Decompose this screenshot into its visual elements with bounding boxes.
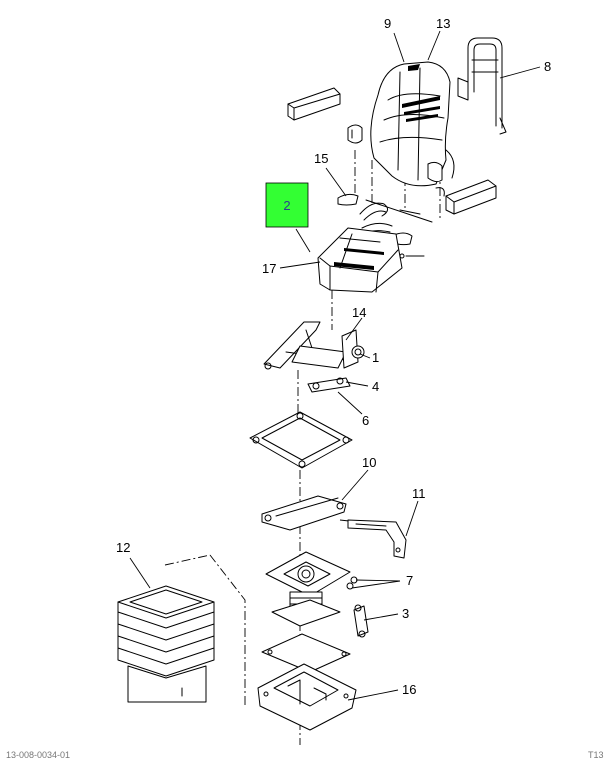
left-armrest-part bbox=[287, 87, 341, 121]
callout-labels: 9 13 8 15 17 14 1 4 6 10 11 12 7 3 16 bbox=[116, 16, 551, 697]
lever-link-part bbox=[261, 495, 347, 531]
callout-11: 11 bbox=[412, 486, 426, 501]
callout-1: 1 bbox=[372, 350, 379, 365]
callout-15: 15 bbox=[314, 151, 328, 166]
callout-10: 10 bbox=[362, 455, 376, 470]
side-pads bbox=[347, 124, 443, 183]
footer-page-code: T13 bbox=[588, 750, 604, 760]
callout-14: 14 bbox=[352, 305, 366, 320]
mounting-bracket-part bbox=[347, 519, 407, 559]
callout-9: 9 bbox=[384, 16, 391, 31]
bellows-boot-part bbox=[117, 585, 215, 703]
right-armrest-part bbox=[435, 179, 497, 215]
seat-base-part bbox=[257, 663, 357, 731]
callout-3: 3 bbox=[402, 606, 409, 621]
callout-17: 17 bbox=[262, 261, 276, 276]
shock-absorber-part bbox=[353, 604, 369, 638]
callout-6: 6 bbox=[362, 413, 369, 428]
headrest-frame-part bbox=[457, 37, 507, 135]
callout-7: 7 bbox=[406, 573, 413, 588]
callout-13: 13 bbox=[436, 16, 450, 31]
footer-drawing-number: 13-008-0034-01 bbox=[6, 750, 70, 760]
seat-track-part bbox=[263, 321, 365, 370]
callout-12: 12 bbox=[116, 540, 130, 555]
upper-frame-plate bbox=[249, 411, 353, 469]
seat-cushion-part bbox=[317, 227, 403, 293]
leader-lines bbox=[129, 30, 541, 701]
suspension-mechanism-part bbox=[265, 551, 358, 627]
callout-16: 16 bbox=[402, 682, 416, 697]
seat-back-part bbox=[370, 61, 455, 187]
highlighted-part-callout[interactable]: 2 bbox=[265, 182, 309, 228]
slide-bar-part bbox=[307, 377, 351, 393]
callout-8: 8 bbox=[544, 59, 551, 74]
page-footer: 13-008-0034-01 T13 bbox=[6, 750, 604, 760]
lower-plate-part bbox=[261, 633, 351, 673]
callout-4: 4 bbox=[372, 379, 379, 394]
highlight-label: 2 bbox=[283, 198, 290, 213]
